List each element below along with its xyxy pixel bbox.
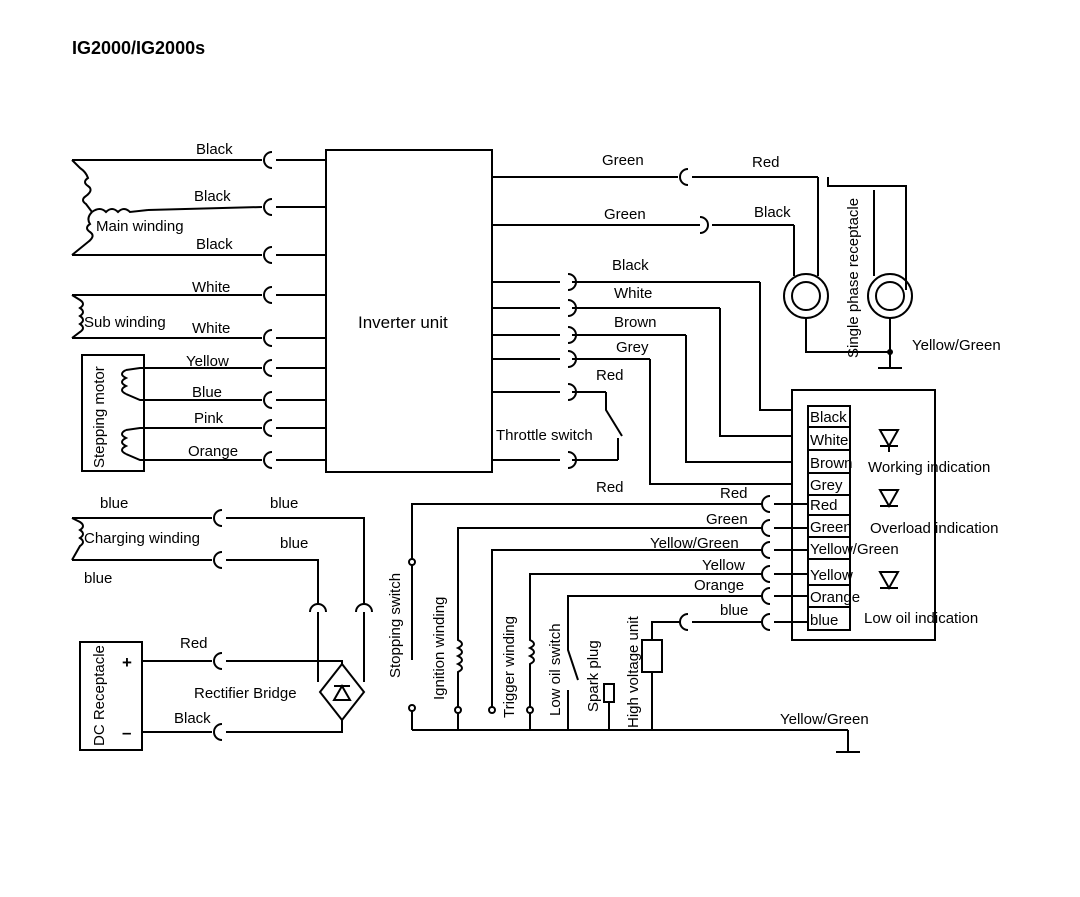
high-voltage-unit-label: High voltage unit [625, 615, 642, 728]
wire-label-green-2: Green [604, 206, 646, 223]
stepping-motor-box [81, 354, 145, 472]
inverter-unit-label: Inverter unit [358, 313, 448, 332]
stepping-motor-label: Stepping motor [91, 366, 108, 468]
wire-label-dc-black: Black [174, 710, 211, 727]
terminal-label-1: White [810, 432, 848, 449]
stepping-coil-1 [121, 369, 129, 395]
wire-label-yg-receptacle: Yellow/Green [912, 337, 1001, 354]
wire-label-white-ind: White [614, 285, 652, 302]
dc-plus-sign: + [122, 653, 132, 672]
wire-label-brown-ind: Brown [614, 314, 657, 331]
main-winding-label: Main winding [96, 218, 184, 235]
wire-label-grey-ind: Grey [616, 339, 649, 356]
wire-label-step-1: Yellow [186, 353, 229, 370]
stepping-coil-2 [121, 429, 129, 455]
wire-label-main-3: Black [196, 236, 233, 253]
wire-label-ch-blue-2: blue [270, 495, 298, 512]
overload-indication-label: Overload indication [870, 520, 998, 537]
diagram-title: IG2000/IG2000s [72, 38, 206, 58]
left-connectors [263, 151, 326, 469]
low-oil-indication-label: Low oil indication [864, 610, 978, 627]
wire-label-dc-red: Red [180, 635, 208, 652]
wire-label-step-2: Blue [192, 384, 222, 401]
wire-label-red-ind: Red [596, 367, 624, 384]
wire-label-yg-ground: Yellow/Green [780, 711, 869, 728]
indicator-terminal-block [807, 405, 851, 631]
indicator-terminal-labels: BlackWhiteBrownGreyRedGreenYellow/GreenY… [808, 409, 899, 629]
wire-label-green-3: Green [706, 511, 748, 528]
lower-panel-wires [411, 495, 808, 710]
wire-label-step-4: Orange [188, 443, 238, 460]
wire-label-sub-1: White [192, 279, 230, 296]
wire-label-main-1: Black [196, 141, 233, 158]
trigger-winding-label: Trigger winding [501, 616, 518, 718]
terminal-label-4: Red [810, 497, 838, 514]
right-connectors [492, 273, 808, 485]
wire-label-step-3: Pink [194, 410, 224, 427]
single-phase-label: Single phase receptacle [845, 198, 862, 358]
dc-receptacle-label: DC Receptacle [91, 645, 108, 746]
wire-label-red-out: Red [752, 154, 780, 171]
terminal-label-6: Yellow/Green [810, 541, 899, 558]
wire-label-yellow-2: Yellow [702, 557, 745, 574]
wire-label-red-mid: Red [596, 479, 624, 496]
main-winding [71, 159, 263, 256]
wire-label-green-1: Green [602, 152, 644, 169]
single-phase-receptacle [783, 177, 913, 369]
wire-label-red-2: Red [720, 485, 748, 502]
wire-label-ch-blue-4: blue [84, 570, 112, 587]
wire-label-orange-2: Orange [694, 577, 744, 594]
wire-label-sub-2: White [192, 320, 230, 337]
dc-receptacle-box [79, 641, 143, 751]
terminal-label-0: Black [810, 409, 847, 426]
charging-winding-label: Charging winding [84, 530, 200, 547]
low-oil-switch-label: Low oil switch [547, 623, 564, 716]
spark-plug [603, 683, 615, 730]
wire-label-main-2: Black [194, 188, 231, 205]
ignition-winding [454, 600, 463, 730]
ignition-winding-label: Ignition winding [431, 597, 448, 700]
charging-winding-coil [71, 517, 84, 561]
stopping-switch-label: Stopping switch [387, 573, 404, 678]
stopping-switch [408, 558, 416, 730]
trigger-winding [526, 600, 535, 730]
throttle-switch-label: Throttle switch [496, 427, 593, 444]
terminal-label-7: Yellow [810, 567, 853, 584]
terminal-label-3: Grey [810, 477, 843, 494]
terminal-label-5: Green [810, 519, 852, 536]
wire-label-ch-blue-1: blue [100, 495, 128, 512]
high-voltage-unit [641, 639, 663, 730]
led-icon-working [878, 429, 900, 452]
wire-label-yg-2: Yellow/Green [650, 535, 739, 552]
low-oil-switch [567, 618, 579, 730]
sub-winding-label: Sub winding [84, 314, 166, 331]
led-icon-overload [878, 489, 900, 509]
dc-minus-sign: – [122, 723, 131, 742]
rectifier-bridge [318, 662, 366, 722]
wire-label-ch-blue-3: blue [280, 535, 308, 552]
led-icon-low-oil [878, 571, 900, 591]
wire-label-black-ind: Black [612, 257, 649, 274]
working-indication-label: Working indication [868, 459, 990, 476]
inverter-unit-box [325, 149, 493, 473]
wire-label-black-out: Black [754, 204, 791, 221]
rectifier-bridge-label: Rectifier Bridge [194, 685, 297, 702]
wire-label-blue-2: blue [720, 602, 748, 619]
sub-winding-coil [71, 294, 84, 339]
terminal-label-2: Brown [810, 455, 853, 472]
spark-plug-label: Spark plug [585, 640, 602, 712]
terminal-label-8: Orange [810, 589, 860, 606]
terminal-label-9: blue [810, 612, 838, 629]
